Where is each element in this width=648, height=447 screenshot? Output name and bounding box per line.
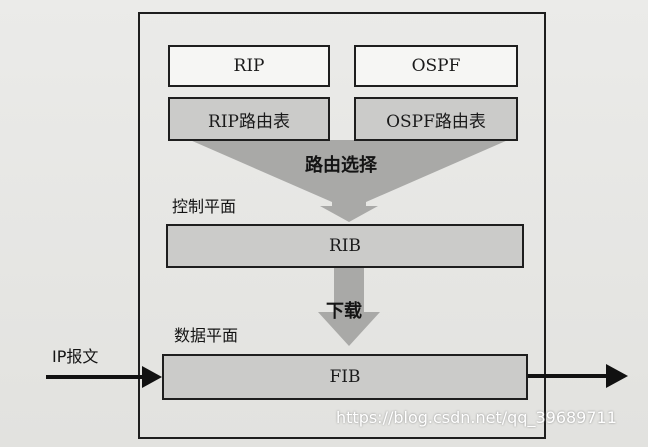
- ospf-box: OSPF: [354, 45, 518, 87]
- download-label: 下载: [326, 301, 362, 322]
- download-arrow: [318, 268, 380, 346]
- packet-out-head: [606, 364, 628, 388]
- route-selection-label: 路由选择: [305, 155, 377, 176]
- control-plane-label: 控制平面: [172, 197, 237, 216]
- ip-packet-label: IP报文: [52, 347, 99, 366]
- data-plane-label: 数据平面: [174, 326, 239, 345]
- watermark: https://blog.csdn.net/qq_39689711: [336, 408, 617, 427]
- rip-box: RIP: [168, 45, 330, 87]
- rip-routing-table-box: RIP路由表: [168, 97, 330, 141]
- route-selection-arrow: [190, 140, 508, 222]
- ip-packet-in-head: [142, 366, 162, 388]
- rib-box: RIB: [166, 224, 524, 268]
- fib-box: FIB: [162, 354, 528, 400]
- router-frame: [138, 12, 546, 439]
- ospf-routing-table-box: OSPF路由表: [354, 97, 518, 141]
